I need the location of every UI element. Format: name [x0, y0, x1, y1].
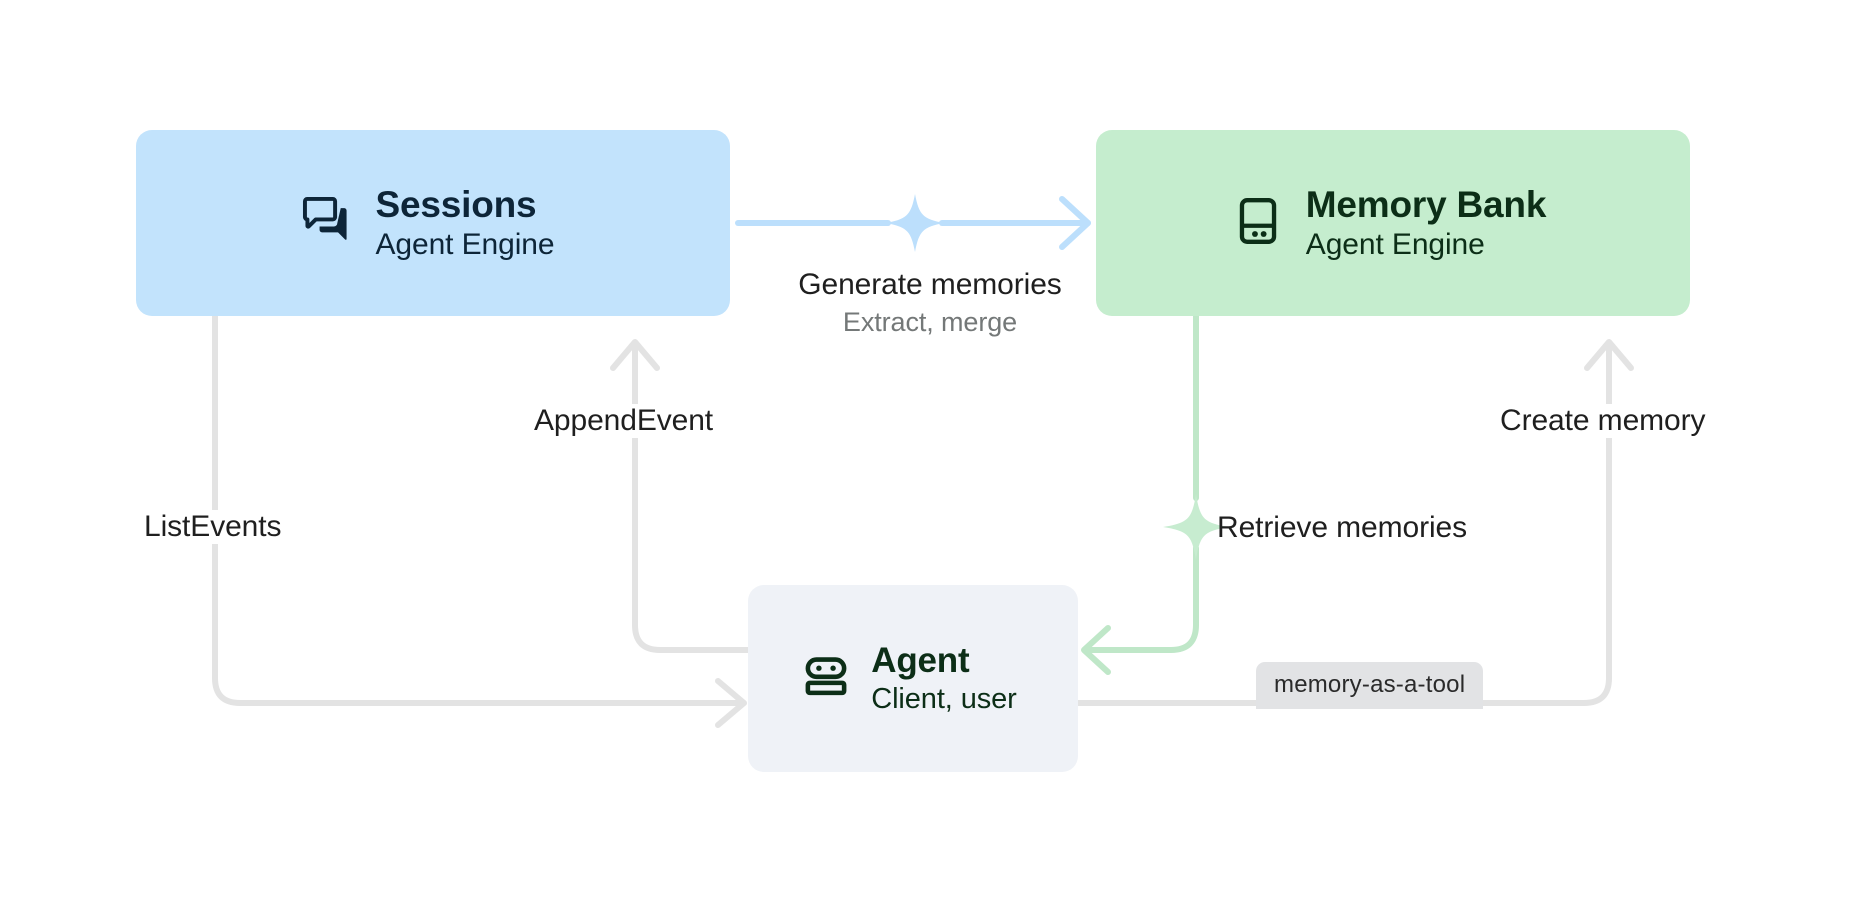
edge-retrieve-memories-arrowhead	[1081, 625, 1111, 675]
robot-icon	[801, 651, 851, 706]
node-memory-bank[interactable]: Memory Bank Agent Engine	[1096, 130, 1690, 316]
node-agent-title: Agent	[871, 640, 970, 680]
node-memory-bank-title: Memory Bank	[1305, 183, 1547, 225]
node-sessions[interactable]: Sessions Agent Engine	[136, 130, 730, 316]
edge-sublabel-generate-memories: Extract, merge	[772, 307, 1088, 338]
node-sessions-subtitle: Agent Engine	[375, 227, 555, 261]
node-agent-subtitle: Client, user	[871, 682, 1017, 715]
edge-label-append-event: AppendEvent	[524, 404, 724, 438]
badge-memory-as-a-tool: memory-as-a-tool	[1256, 662, 1484, 709]
edge-create-memory-arrowhead	[1584, 339, 1634, 371]
edge-append-event-arrowhead	[610, 339, 660, 371]
edge-retrieve-memories-path-lower	[1083, 545, 1199, 653]
edge-label-list-events: ListEvents	[134, 510, 292, 544]
edge-label-create-memory: Create memory	[1490, 404, 1716, 438]
sparkle-icon-retrieve	[1163, 494, 1229, 560]
edge-list-events-path	[212, 313, 745, 706]
edge-list-events-arrowhead	[715, 678, 747, 728]
node-sessions-title: Sessions	[375, 183, 537, 225]
node-agent[interactable]: Agent Client, user	[748, 585, 1078, 772]
edge-generate-memories-arrowhead	[1059, 196, 1091, 250]
edge-append-event-path	[632, 342, 751, 653]
edge-label-generate-memories: Generate memories	[772, 268, 1088, 302]
edge-label-retrieve-memories: Retrieve memories	[1217, 511, 1468, 544]
database-icon	[1232, 195, 1284, 252]
sparkle-icon-generate	[886, 194, 944, 252]
edge-create-memory-path	[1075, 342, 1612, 706]
node-memory-bank-subtitle: Agent Engine	[1305, 227, 1485, 261]
forum-icon	[300, 194, 354, 253]
